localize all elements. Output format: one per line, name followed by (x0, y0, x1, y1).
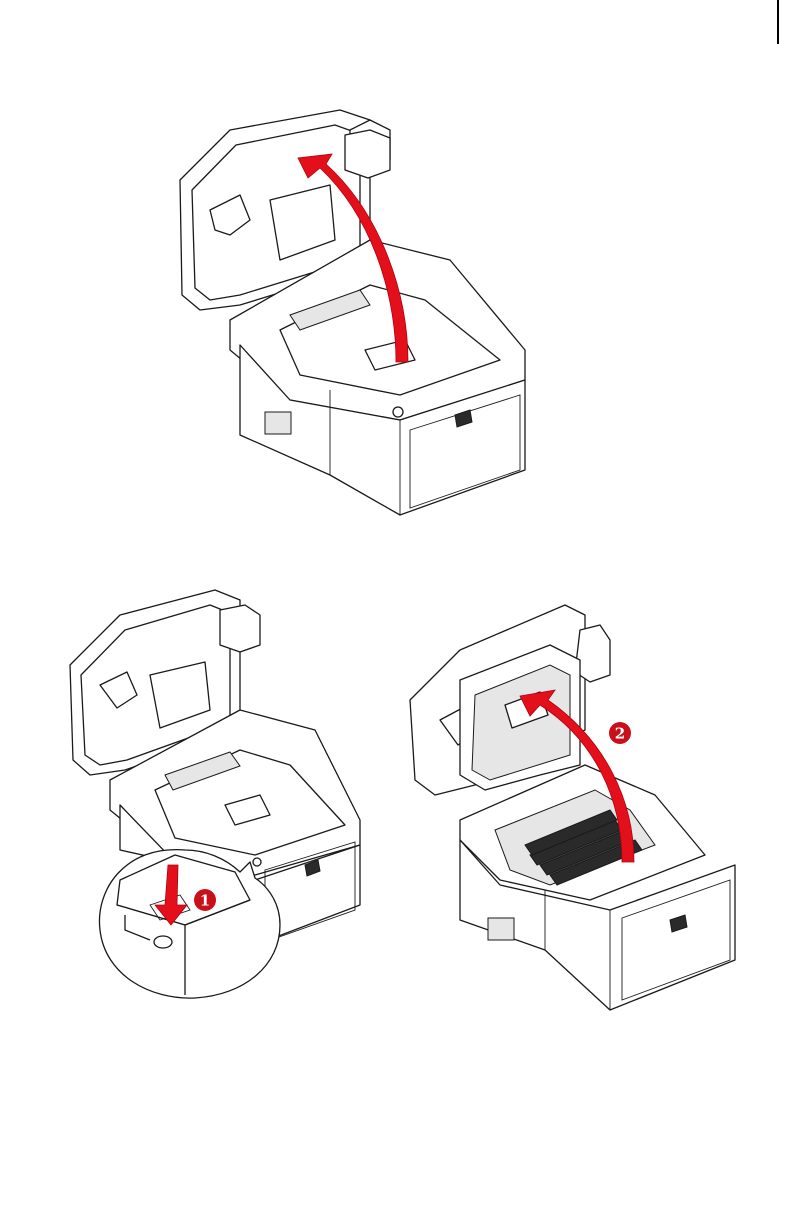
vent-grille (265, 412, 291, 434)
lid-handle (345, 130, 390, 178)
lid-handle (220, 605, 260, 652)
figure-press-release: 1 (65, 580, 375, 1000)
callout-badge-icon: 1 (194, 889, 216, 911)
callout-number: 1 (200, 892, 210, 910)
release-button (253, 858, 261, 866)
vent-grille (488, 918, 514, 940)
zoom-release-button (154, 936, 172, 948)
printer-illustration (170, 90, 540, 520)
printer-illustration-2: 1 (65, 580, 375, 1000)
callout-number: 2 (615, 725, 625, 743)
page-edge-rule (0, 0, 792, 50)
callout-badge-icon: 2 (609, 722, 631, 744)
printer-illustration-3: 2 (400, 600, 745, 1020)
figure-open-top-cover: 2 (400, 600, 745, 1020)
release-button (393, 407, 403, 417)
figure-lift-scanner (170, 90, 540, 520)
